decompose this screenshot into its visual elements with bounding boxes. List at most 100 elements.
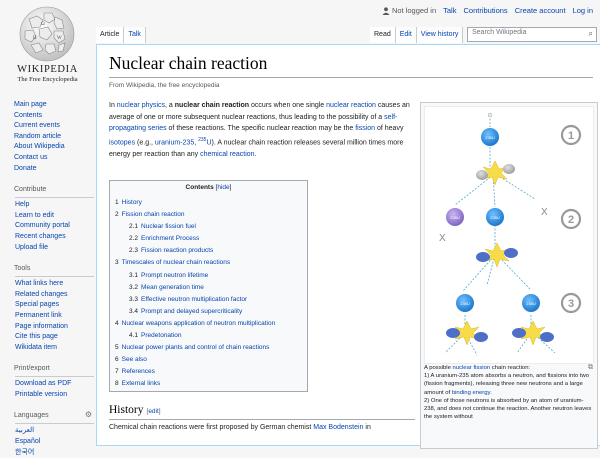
toc-item-link[interactable]: Timescales of nuclear chain reactions (121, 259, 231, 267)
toc-item-link[interactable]: References (121, 368, 155, 376)
link-fission[interactable]: fission (355, 125, 376, 133)
link-self-propagating-series[interactable]: self-propagating series (109, 113, 398, 133)
link-nuclear-reaction[interactable]: nuclear reaction (326, 102, 376, 109)
sidebar-item-download-pdf[interactable]: Download as PDF (15, 380, 72, 388)
search-placeholder: Search Wikipedia (472, 29, 527, 36)
toc-item-link[interactable]: Nuclear weapons application of neutron m… (121, 319, 276, 327)
link-sup-235[interactable]: 235 (198, 137, 207, 144)
sidebar-item-donate[interactable]: Donate (14, 164, 37, 172)
tab-edit[interactable]: Edit (395, 27, 417, 43)
link-u[interactable]: U (206, 139, 212, 147)
link-binding-energy[interactable]: binding energy (451, 389, 491, 396)
sidebar-item-random-article[interactable]: Random article (14, 132, 62, 140)
create-account-link[interactable]: Create account (514, 6, 566, 15)
search-input[interactable]: Search Wikipedia ⌕ (467, 27, 597, 42)
user-talk-link[interactable]: Talk (443, 6, 457, 15)
sidebar-item-cite-this-page[interactable]: Cite this page (15, 333, 58, 341)
not-logged-in-label: Not logged in (391, 6, 437, 15)
neutron (487, 112, 493, 118)
nucleus-label: 235U (485, 135, 495, 140)
toc-item-link[interactable]: Nuclear fission fuel (141, 223, 196, 231)
toc-item-link[interactable]: Predetonation (141, 332, 182, 340)
link-nuclear-fission[interactable]: nuclear fission (452, 365, 491, 371)
sidebar-item-related-changes[interactable]: Related changes (15, 290, 68, 298)
tab-view-history[interactable]: View history (416, 27, 464, 43)
history-text: in (363, 424, 371, 431)
toc-item-link[interactable]: See also (121, 356, 147, 364)
sidebar-item-main-page[interactable]: Main page (14, 101, 47, 108)
sidebar-item-special-pages[interactable]: Special pages (15, 301, 59, 309)
sidebar-item-what-links-here[interactable]: What links here (15, 280, 64, 288)
sidebar-item-about[interactable]: About Wikipedia (14, 143, 65, 151)
toc-item-number: 3.2 (129, 283, 139, 291)
link-isotopes[interactable]: isotopes (109, 139, 136, 147)
sidebar-item-help[interactable]: Help (15, 201, 30, 209)
sidebar-language-korean[interactable]: 한국어 (15, 448, 35, 456)
sidebar-item-learn-to-edit[interactable]: Learn to edit (15, 211, 54, 219)
sidebar-item-upload-file[interactable]: Upload file (15, 243, 49, 251)
fission-fragment (446, 328, 460, 338)
enlarge-icon[interactable]: ⧉ (588, 364, 593, 371)
section-edit-link[interactable]: edit (148, 408, 159, 415)
sidebar-item-contents[interactable]: Contents (14, 111, 43, 119)
sidebar-item-recent-changes[interactable]: Recent changes (15, 232, 66, 240)
toc-item-link[interactable]: Enrichment Process (141, 235, 200, 243)
link-max-bodenstein[interactable]: Max Bodenstein (313, 424, 364, 431)
toc-hide-link[interactable]: hide (217, 184, 230, 191)
log-in-link[interactable]: Log in (572, 6, 593, 15)
tab-talk[interactable]: Talk (124, 27, 146, 43)
link-uranium-235[interactable]: uranium-235 (154, 139, 195, 147)
contributions-link[interactable]: Contributions (463, 6, 508, 15)
language-settings-icon[interactable]: ⚙ (84, 410, 92, 420)
toc-item-link[interactable]: History (121, 199, 142, 206)
sidebar-item-page-information[interactable]: Page information (15, 322, 68, 330)
link-chemical-reaction[interactable]: chemical reaction (200, 151, 255, 159)
sidebar-item-permanent-link[interactable]: Permanent link (15, 311, 62, 319)
sidebar-item-community-portal[interactable]: Community portal (15, 222, 70, 230)
sidebar-item-contact[interactable]: Contact us (14, 153, 48, 161)
tab-article[interactable]: Article (96, 27, 125, 43)
sidebar-navigation: Main page Contents Current events Random… (14, 100, 94, 174)
tab-read[interactable]: Read (370, 27, 396, 43)
toc-item-link[interactable]: Nuclear power plants and control of chai… (121, 344, 270, 352)
search-icon[interactable]: ⌕ (588, 29, 593, 38)
toc-item-link[interactable]: Prompt neutron lifetime (141, 271, 209, 279)
sidebar-item-wikidata-item[interactable]: Wikidata item (15, 343, 58, 351)
sidebar: Main page Contents Current events Random… (14, 100, 94, 458)
sidebar-language-arabic[interactable]: العربية (15, 427, 35, 435)
link-nuclear-physics[interactable]: nuclear physics (116, 102, 166, 109)
toc-item-number: 5 (115, 344, 119, 352)
toc-title: Contents (185, 184, 214, 191)
toc-item-link[interactable]: External links (121, 380, 161, 388)
fission-fragment (504, 248, 518, 258)
toc-item-link[interactable]: Effective neutron multiplication factor (141, 295, 248, 303)
lead-text: In (109, 102, 117, 109)
nucleus-label: 235U (460, 301, 470, 306)
chain-reaction-diagram[interactable]: 1 2 3 235U (424, 106, 594, 364)
sidebar-item-current-events[interactable]: Current events (14, 122, 60, 130)
toc-item-link[interactable]: Prompt and delayed supercriticality (141, 307, 243, 315)
toc-item-link[interactable]: Fission reaction products (141, 247, 214, 255)
wikipedia-logo[interactable]: Ω W И WIKIPEDIA The Free Encyclopedia (0, 0, 95, 90)
sidebar-item-printable-version[interactable]: Printable version (15, 390, 68, 398)
toc-item-link[interactable]: Mean generation time (141, 283, 204, 291)
toc-item-link[interactable]: Fission chain reaction (121, 211, 185, 219)
sidebar-language-spanish[interactable]: Español (15, 438, 41, 446)
